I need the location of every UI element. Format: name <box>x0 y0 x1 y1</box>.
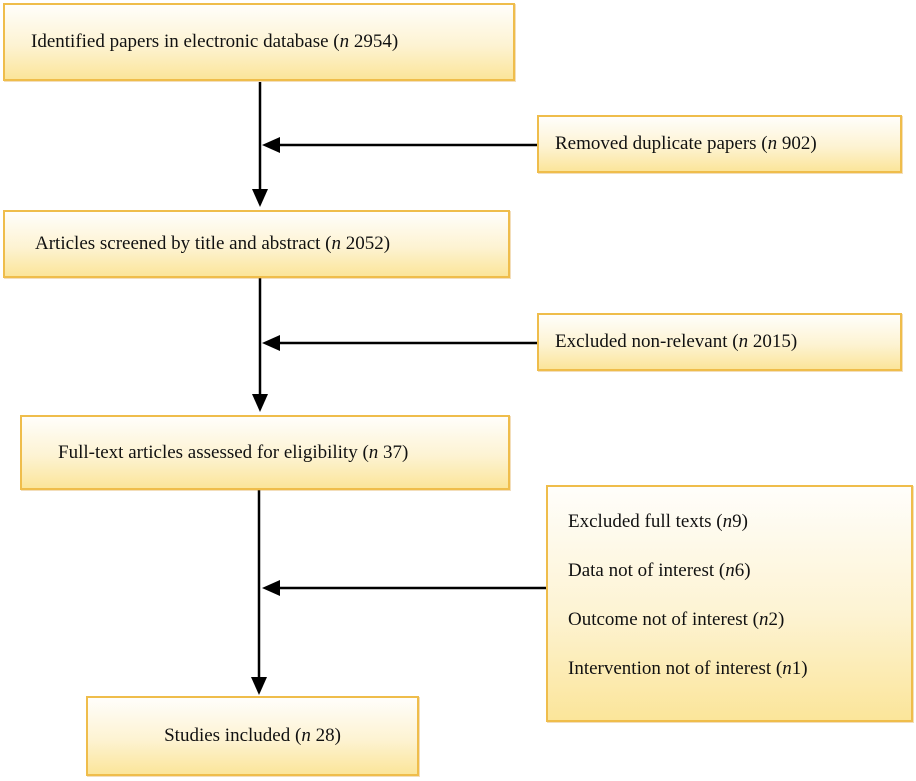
box-removed-duplicates: Removed duplicate papers (n 902) <box>537 115 902 173</box>
arrow-duplicates-to-line <box>262 137 537 153</box>
exclusion-line-outcome-not-of-interest: Outcome not of interest (n 2) <box>568 595 784 644</box>
text-pre: Articles screened by title and abstract … <box>35 233 332 255</box>
exclusion-line-intervention-not-of-interest: Intervention not of interest (n 1) <box>568 644 808 693</box>
text-post: 9) <box>732 510 748 532</box>
text-post: 28) <box>310 725 341 747</box>
box-identified-papers: Identified papers in electronic database… <box>3 3 515 81</box>
n-variable: n <box>725 559 735 581</box>
box-fulltext-assessed: Full-text articles assessed for eligibil… <box>20 415 510 490</box>
n-variable: n <box>782 657 792 679</box>
text-post: 2052) <box>341 233 391 255</box>
box-fulltext-exclusion-reasons: Excluded full texts (n 9) Data not of in… <box>546 485 913 722</box>
text-post: 37) <box>378 441 409 463</box>
n-variable: n <box>767 133 778 155</box>
text-pre: Full-text articles assessed for eligibil… <box>58 441 369 463</box>
exclusion-line-excluded-full-texts: Excluded full texts (n 9) <box>568 497 748 546</box>
arrow-identified-to-screened <box>252 82 268 207</box>
text-post: 2) <box>768 608 785 630</box>
text-post: 6) <box>734 559 751 581</box>
text-pre: Excluded non-relevant ( <box>555 331 739 353</box>
box-articles-screened-text: Articles screened by title and abstract … <box>35 232 390 256</box>
n-variable: n <box>368 441 379 463</box>
box-fulltext-assessed-text: Full-text articles assessed for eligibil… <box>58 441 408 465</box>
n-variable: n <box>738 331 749 353</box>
arrow-nonrelevant-to-line <box>262 335 537 351</box>
n-variable: n <box>301 725 311 747</box>
box-studies-included-text: Studies included (n 28) <box>164 724 341 748</box>
box-removed-duplicates-text: Removed duplicate papers (n 902) <box>555 132 817 156</box>
text-pre: Outcome not of interest ( <box>568 608 760 630</box>
text-post: 902) <box>777 133 817 155</box>
text-pre: Studies included ( <box>164 725 302 747</box>
arrow-screened-to-fulltext <box>252 278 268 412</box>
box-studies-included: Studies included (n 28) <box>86 696 419 776</box>
box-excluded-nonrelevant: Excluded non-relevant (n 2015) <box>537 313 902 371</box>
text-pre: Data not of interest ( <box>568 559 726 581</box>
n-variable: n <box>759 608 769 630</box>
text-post: 1) <box>791 657 808 679</box>
text-pre: Removed duplicate papers ( <box>555 133 768 155</box>
n-variable: n <box>339 31 350 53</box>
arrow-exclusions-to-line <box>262 580 546 596</box>
text-pre: Identified papers in electronic database… <box>31 31 340 53</box>
text-post: 2015) <box>748 331 798 353</box>
text-pre: Excluded full texts ( <box>568 510 723 532</box>
exclusion-line-data-not-of-interest: Data not of interest (n 6) <box>568 546 751 595</box>
box-articles-screened: Articles screened by title and abstract … <box>3 210 510 278</box>
n-variable: n <box>331 233 342 255</box>
arrow-fulltext-to-included <box>251 490 267 695</box>
n-variable: n <box>722 510 733 532</box>
box-excluded-nonrelevant-text: Excluded non-relevant (n 2015) <box>555 330 797 354</box>
text-pre: Intervention not of interest ( <box>568 657 783 679</box>
box-identified-papers-text: Identified papers in electronic database… <box>31 30 398 54</box>
text-post: 2954) <box>349 31 399 53</box>
